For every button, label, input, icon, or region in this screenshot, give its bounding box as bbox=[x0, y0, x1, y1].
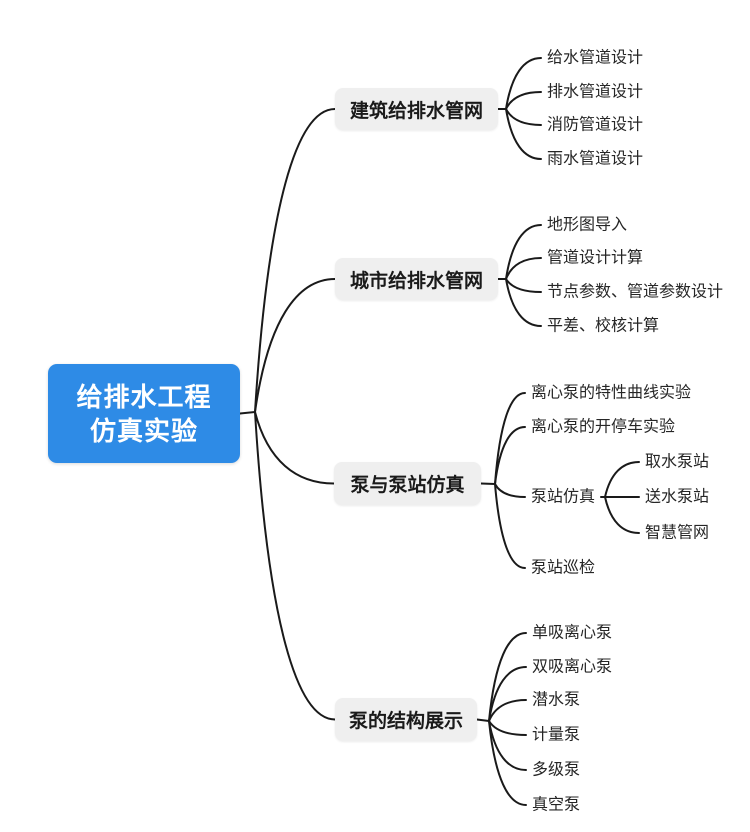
branch-node-1[interactable]: 建筑给排水管网 bbox=[335, 88, 498, 130]
connector-line bbox=[488, 720, 527, 771]
leaf-node[interactable]: 排水管道设计 bbox=[547, 83, 644, 101]
connector-line bbox=[488, 666, 527, 722]
leaf-node[interactable]: 真空泵 bbox=[532, 796, 581, 814]
subleaf-node[interactable]: 智慧管网 bbox=[645, 524, 710, 542]
connector-line bbox=[505, 108, 542, 160]
leaf-node[interactable]: 泵站巡检 bbox=[531, 559, 596, 577]
leaf-node[interactable]: 管道设计计算 bbox=[547, 249, 644, 267]
root-node-title-line2: 仿真实验 bbox=[89, 415, 198, 446]
leaf-node[interactable]: 离心泵的开停车实验 bbox=[531, 418, 676, 436]
leaf-node[interactable]: 泵站仿真 bbox=[531, 488, 596, 506]
connector-line bbox=[254, 411, 336, 721]
leaf-node[interactable]: 地形图导入 bbox=[547, 216, 628, 234]
connector-line bbox=[505, 108, 542, 126]
leaf-node[interactable]: 多级泵 bbox=[532, 761, 581, 779]
connector-line bbox=[505, 278, 542, 293]
leaf-node[interactable]: 单吸离心泵 bbox=[532, 624, 613, 642]
leaf-node[interactable]: 雨水管道设计 bbox=[547, 150, 644, 168]
connector-line bbox=[239, 411, 256, 415]
connector-line bbox=[604, 461, 640, 498]
leaf-node[interactable]: 平差、校核计算 bbox=[547, 317, 660, 335]
connector-line bbox=[604, 496, 640, 534]
connector-line bbox=[254, 108, 336, 413]
connector-line bbox=[488, 720, 527, 806]
subleaf-node[interactable]: 送水泵站 bbox=[645, 488, 710, 506]
connector-line bbox=[505, 257, 542, 280]
connector-line bbox=[494, 483, 526, 569]
connector-line bbox=[488, 720, 527, 736]
branch-node-3[interactable]: 泵与泵站仿真 bbox=[334, 462, 481, 505]
connector-line bbox=[488, 632, 527, 722]
connector-line bbox=[505, 91, 542, 110]
connector-line bbox=[494, 426, 526, 485]
leaf-node[interactable]: 节点参数、管道参数设计 bbox=[547, 283, 724, 301]
root-node-title-line1: 给排水工程 bbox=[76, 381, 212, 412]
connector-line bbox=[476, 718, 490, 722]
root-node[interactable]: 给排水工程 仿真实验 bbox=[48, 364, 240, 463]
leaf-node[interactable]: 离心泵的特性曲线实验 bbox=[531, 384, 692, 402]
connector-line bbox=[494, 483, 526, 498]
connector-line bbox=[505, 224, 542, 280]
leaf-node[interactable]: 潜水泵 bbox=[532, 691, 581, 709]
branch-node-2[interactable]: 城市给排水管网 bbox=[335, 258, 498, 300]
leaf-node[interactable]: 消防管道设计 bbox=[547, 116, 644, 134]
leaf-node[interactable]: 计量泵 bbox=[532, 726, 581, 744]
connector-line bbox=[488, 699, 527, 722]
leaf-node[interactable]: 双吸离心泵 bbox=[532, 658, 613, 676]
connector-line bbox=[254, 411, 335, 485]
connector-line bbox=[480, 482, 496, 485]
connector-line bbox=[505, 278, 542, 327]
connector-line bbox=[254, 278, 336, 413]
subleaf-node[interactable]: 取水泵站 bbox=[645, 453, 710, 471]
connector-line bbox=[505, 57, 542, 110]
connector-line bbox=[494, 392, 526, 485]
leaf-node[interactable]: 给水管道设计 bbox=[547, 49, 644, 67]
branch-node-4[interactable]: 泵的结构展示 bbox=[335, 698, 477, 741]
